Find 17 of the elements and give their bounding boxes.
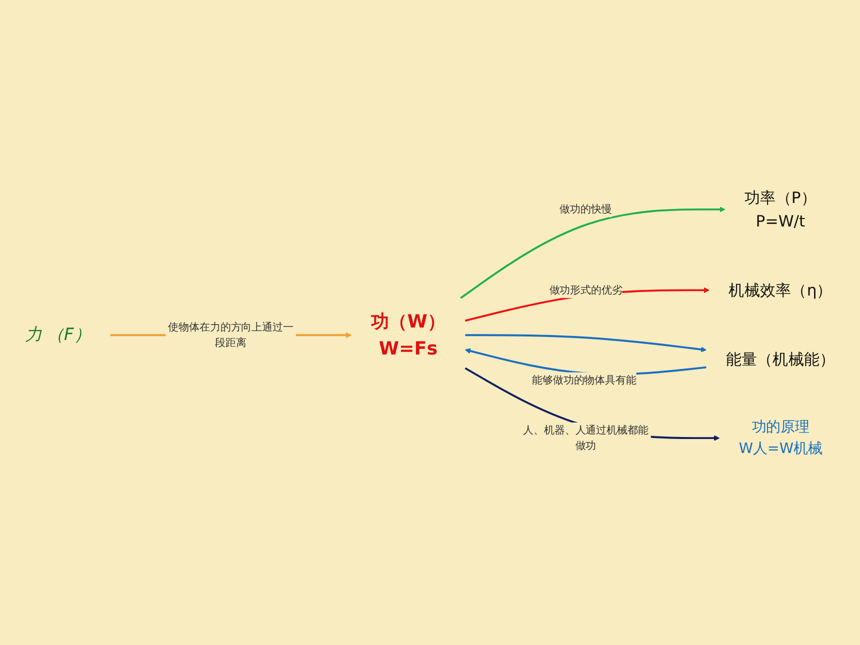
node-label: P=W/t bbox=[756, 212, 806, 230]
arrow bbox=[460, 206, 726, 299]
node-text: 力 （F） bbox=[24, 324, 91, 344]
node-label: W人=W机械 bbox=[738, 440, 822, 457]
node-text: 能量（机械能） bbox=[726, 350, 836, 368]
node-text: 功的原理 bbox=[752, 418, 810, 436]
edge-label: 人、机器、人通过机械都能做功 bbox=[523, 423, 648, 452]
node-label: W=Fs bbox=[378, 337, 438, 359]
edge-label: 能够做功的物体具有能 bbox=[532, 373, 636, 386]
arrow bbox=[465, 334, 706, 352]
node-text: 功（W） bbox=[370, 310, 446, 332]
edge-label: 使物体在力的方向上通过一段距离 bbox=[168, 320, 294, 349]
edge-label: 做功的快慢 bbox=[560, 202, 612, 216]
node-text: 机械效率（η） bbox=[728, 280, 832, 300]
edge-label: 做功形式的优劣 bbox=[549, 283, 622, 296]
node-text: 功率（P） bbox=[744, 188, 816, 207]
arrow bbox=[464, 367, 720, 441]
